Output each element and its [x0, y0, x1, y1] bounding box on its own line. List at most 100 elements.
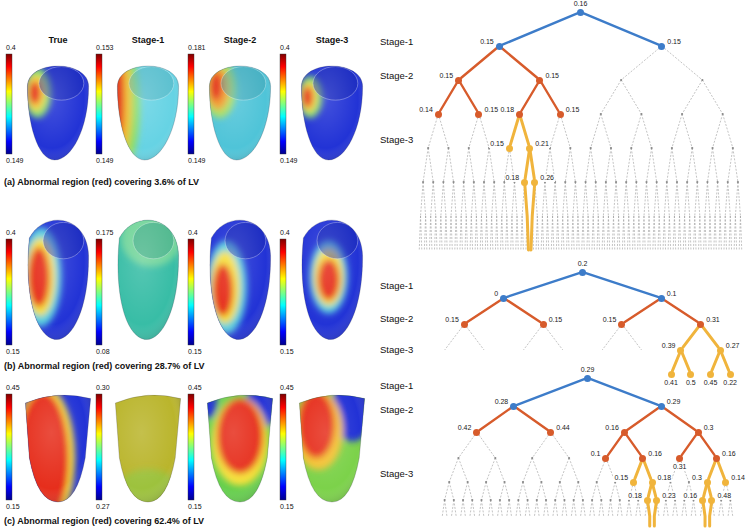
grid-branch — [509, 500, 511, 516]
lv-model — [203, 59, 270, 160]
lv-outline — [207, 395, 272, 502]
grid-branch — [723, 114, 733, 148]
grid-branch — [730, 216, 731, 250]
grid-branch — [485, 216, 486, 250]
colorbar-value: 0.4 — [280, 229, 290, 237]
grid-branch — [436, 216, 437, 250]
grid-branch — [667, 182, 670, 216]
grid-branch — [700, 216, 701, 250]
grid-branch — [502, 182, 505, 216]
colorbar-value: 0.45 — [280, 384, 294, 392]
grid-branch — [592, 500, 594, 516]
grid-branch — [536, 216, 537, 250]
grid-branch — [621, 80, 641, 114]
grid-branch — [537, 500, 539, 516]
lv-surface — [302, 220, 363, 339]
grid-node — [722, 113, 724, 115]
grid-branch — [555, 500, 557, 516]
grid-branch — [583, 272, 662, 298]
tree-node: 0.27 — [717, 347, 724, 354]
grid-branch — [677, 182, 680, 216]
grid-branch — [601, 80, 621, 114]
lv-outline — [115, 395, 180, 502]
grid-branch — [518, 482, 523, 500]
grid-node — [463, 181, 465, 183]
tree-node: 0.16 — [699, 497, 706, 504]
grid-branch — [488, 500, 490, 516]
grid-branch — [441, 216, 442, 250]
grid-branch — [687, 182, 690, 216]
lv-shading — [302, 220, 363, 339]
grid-node — [427, 147, 429, 149]
grid-branch — [707, 182, 710, 216]
grid-node — [671, 147, 673, 149]
grid-branch — [546, 500, 548, 516]
grid-node — [494, 457, 496, 459]
grid-branch — [551, 216, 552, 250]
grid-branch — [514, 406, 551, 432]
tree-branch — [648, 485, 651, 496]
grid-node — [573, 499, 575, 501]
grid-branch — [543, 324, 563, 350]
grid-node — [517, 499, 519, 501]
tree-branch — [718, 461, 725, 478]
grid-branch — [471, 182, 474, 216]
lv-model — [114, 395, 182, 524]
grid-node — [681, 113, 683, 115]
grid-branch — [740, 216, 741, 250]
grid-branch — [562, 500, 564, 516]
grid-branch — [608, 500, 610, 516]
tree-node: 0.29 — [584, 375, 591, 382]
grid-node — [432, 181, 434, 183]
grid-branch — [663, 216, 664, 250]
grid-branch — [484, 148, 489, 182]
grid-branch — [715, 216, 716, 250]
grid-branch — [661, 406, 698, 432]
leaf-path — [654, 500, 656, 526]
node-value: 0.18 — [499, 106, 515, 114]
grid-branch — [509, 114, 519, 148]
grid-branch — [606, 182, 609, 216]
tree-branch — [608, 435, 622, 455]
grid-branch — [687, 148, 692, 182]
grid-branch — [504, 298, 543, 324]
grid-branch — [593, 216, 594, 250]
colorbar — [96, 239, 102, 345]
tree-node: 0.15 — [475, 111, 482, 118]
grid-branch — [544, 500, 546, 516]
grid-branch — [500, 482, 505, 500]
node-value: 0.15 — [479, 38, 495, 46]
figure-caption: (c) Abnormal region (red) covering 62.4%… — [4, 516, 204, 527]
grid-branch — [504, 272, 583, 298]
grid-node — [422, 181, 424, 183]
grid-branch — [512, 182, 515, 216]
grid-node — [696, 181, 698, 183]
grid-node — [457, 457, 459, 459]
grid-branch — [633, 216, 634, 250]
grid-node — [508, 499, 510, 501]
node-value: 0.28 — [494, 398, 510, 406]
grid-branch — [443, 148, 448, 182]
grid-node — [577, 481, 579, 483]
grid-branch — [713, 114, 723, 148]
grid-branch — [591, 148, 596, 182]
colorbar — [188, 54, 194, 154]
grid-branch — [575, 182, 578, 216]
grid-branch — [516, 216, 517, 250]
grid-branch — [497, 216, 498, 250]
grid-branch — [474, 182, 477, 216]
grid-branch — [461, 182, 464, 216]
grid-branch — [504, 182, 507, 216]
tree-node: 0.15 — [496, 43, 503, 50]
tree-node: 0.1 — [658, 295, 665, 302]
tree-node: 0.14 — [435, 111, 442, 118]
colorbar — [188, 239, 194, 345]
grid-branch — [607, 216, 608, 250]
grid-branch — [455, 216, 456, 250]
grid-branch — [514, 378, 588, 406]
grid-branch — [673, 500, 675, 516]
grid-node — [656, 181, 658, 183]
grid-branch — [735, 182, 738, 216]
grid-branch — [614, 182, 617, 216]
grid-branch — [620, 500, 622, 516]
